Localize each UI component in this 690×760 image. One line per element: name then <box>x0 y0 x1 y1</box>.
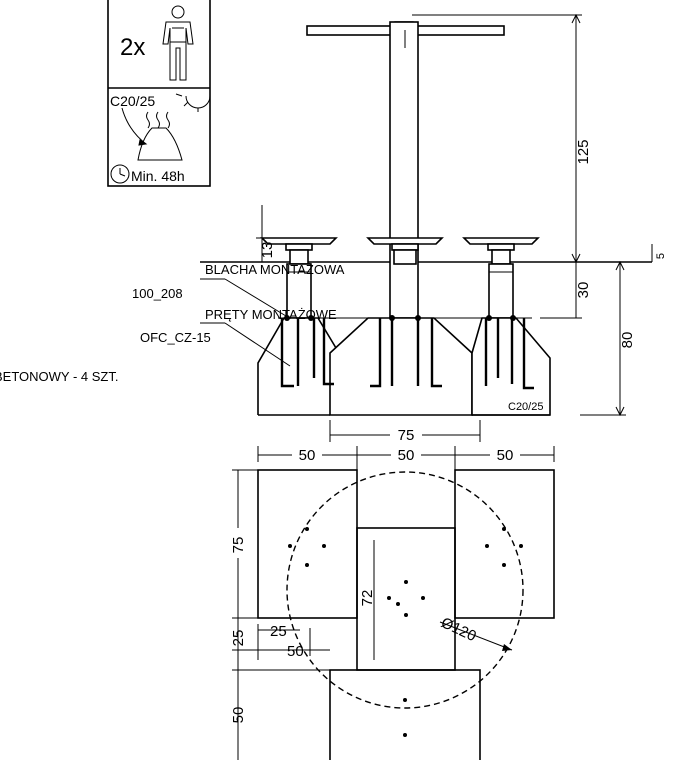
dim-block-right: 50 <box>497 447 514 464</box>
dim-block-mid: 50 <box>398 447 415 464</box>
foundation-label: BETONOWY - 4 SZT. <box>0 369 118 384</box>
elevation-view: C20/25 BLACHA MONTAŻOWA 100_208 PRĘTY MO… <box>0 13 667 417</box>
dim-ground-offset: 5 <box>655 253 667 259</box>
stool-right <box>462 237 540 319</box>
dim-offset-inner: 50 <box>287 643 304 660</box>
dim-block-length: 75 <box>230 537 247 554</box>
cure-time-label: Min. 48h <box>131 168 185 184</box>
dim-footing-depth: 80 <box>619 332 636 349</box>
elevation-dimensions: 125 13 5 30 80 <box>256 13 667 417</box>
clock-icon <box>110 164 130 184</box>
dim-offset-vertical: 25 <box>230 630 247 647</box>
anchor-points <box>288 527 523 737</box>
persons-count-label: 2x <box>120 34 145 61</box>
worker-icon <box>162 5 194 81</box>
dim-bottom-block: 50 <box>230 707 247 724</box>
plan-view: 75 50 50 50 <box>230 420 555 760</box>
diameter-callout: Ø120 <box>438 614 513 651</box>
concrete-class-label: C20/25 <box>110 93 155 109</box>
rods-label: PRĘTY MONTAŻOWE <box>205 307 337 322</box>
concrete-pile-icon <box>121 107 183 161</box>
rods-code-label: OFC_CZ-15 <box>140 330 211 345</box>
dim-centre-spacing: 75 <box>398 427 415 444</box>
central-pole <box>306 21 505 319</box>
footing-concrete-label: C20/25 <box>508 401 543 413</box>
dim-seat-height: 13 <box>259 242 276 259</box>
dim-pole-height: 125 <box>575 139 592 164</box>
sun-icon <box>175 93 211 112</box>
leader-labels: BLACHA MONTAŻOWA 100_208 PRĘTY MONTAŻOWE… <box>0 262 345 384</box>
dim-embed-depth: 30 <box>575 282 592 299</box>
plan-blocks <box>257 469 555 760</box>
plan-top-dimensions: 75 50 50 50 <box>257 420 555 528</box>
dim-block-left: 50 <box>299 447 316 464</box>
plan-side-dimensions: 75 25 50 25 50 72 <box>230 469 376 760</box>
dim-offset-horizontal: 25 <box>270 623 287 640</box>
plate-label: BLACHA MONTAŻOWA <box>205 262 345 277</box>
footings: C20/25 <box>257 315 551 416</box>
dim-centre-block-length: 72 <box>359 590 376 607</box>
dim-diameter: Ø120 <box>438 614 478 645</box>
info-pictogram: 2x C20/25 Min. 48h <box>107 0 211 187</box>
stool-centre <box>366 237 444 265</box>
footprint-circle <box>286 471 524 709</box>
plate-code-label: 100_208 <box>132 286 183 301</box>
